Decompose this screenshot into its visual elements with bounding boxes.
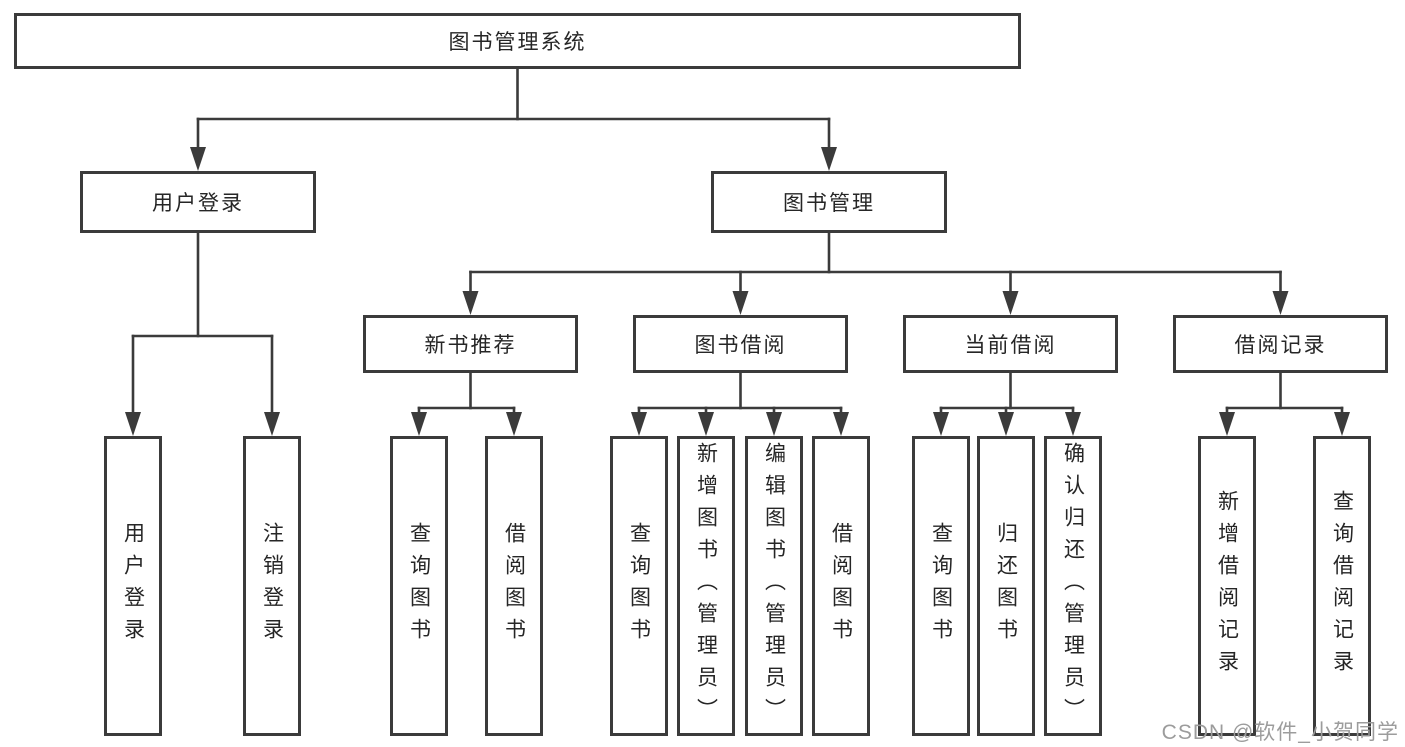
diagram-node-leaf-add-books: 新增图书（管理员） <box>677 436 735 736</box>
node-label: 借阅记录 <box>1234 334 1327 357</box>
node-label: 查询图书 <box>407 522 431 650</box>
diagram-node-leaf-confirm-return: 确认归还（管理员） <box>1044 436 1102 736</box>
node-label: 用户登录 <box>121 522 145 650</box>
diagram-node-borrow-records: 借阅记录 <box>1173 315 1388 373</box>
node-label: 新增借阅记录 <box>1215 490 1239 682</box>
node-label: 当前借阅 <box>964 334 1057 357</box>
node-label: 归还图书 <box>994 522 1018 650</box>
diagram-node-leaf-edit-books: 编辑图书（管理员） <box>745 436 803 736</box>
node-label: 新增图书（管理员） <box>694 442 718 730</box>
watermark: CSDN @软件_小贺同学 <box>1161 721 1399 744</box>
node-label: 新书推荐 <box>424 334 517 357</box>
diagram-node-root: 图书管理系统 <box>14 13 1021 69</box>
diagram-node-leaf-borrow-books-2: 借阅图书 <box>812 436 870 736</box>
node-label: 查询图书 <box>929 522 953 650</box>
diagram-node-current-borrow: 当前借阅 <box>903 315 1118 373</box>
diagram-node-leaf-return-books: 归还图书 <box>977 436 1035 736</box>
diagram-node-leaf-query-borrow-record: 查询借阅记录 <box>1313 436 1371 736</box>
node-label: 查询借阅记录 <box>1330 490 1354 682</box>
node-label: 确认归还（管理员） <box>1061 442 1085 730</box>
node-label: 注销登录 <box>260 522 284 650</box>
diagram-node-new-book-rec: 新书推荐 <box>363 315 578 373</box>
diagram-node-leaf-query-books-3: 查询图书 <box>912 436 970 736</box>
node-label: 编辑图书（管理员） <box>762 442 786 730</box>
node-label: 查询图书 <box>627 522 651 650</box>
diagram-node-leaf-borrow-books-1: 借阅图书 <box>485 436 543 736</box>
diagram-node-user-login: 用户登录 <box>80 171 316 233</box>
node-label: 图书借阅 <box>694 334 787 357</box>
diagram-node-book-borrow: 图书借阅 <box>633 315 848 373</box>
node-label: 借阅图书 <box>829 522 853 650</box>
diagram-node-leaf-logout: 注销登录 <box>243 436 301 736</box>
diagram-node-leaf-add-borrow-record: 新增借阅记录 <box>1198 436 1256 736</box>
node-label: 图书管理 <box>783 192 875 215</box>
node-label: 用户登录 <box>152 192 244 215</box>
node-label: 图书管理系统 <box>448 31 587 54</box>
diagram-node-leaf-user-login: 用户登录 <box>104 436 162 736</box>
diagram-node-leaf-query-books-2: 查询图书 <box>610 436 668 736</box>
diagram-node-book-mgmt: 图书管理 <box>711 171 947 233</box>
node-label: 借阅图书 <box>502 522 526 650</box>
diagram-node-leaf-query-books-1: 查询图书 <box>390 436 448 736</box>
